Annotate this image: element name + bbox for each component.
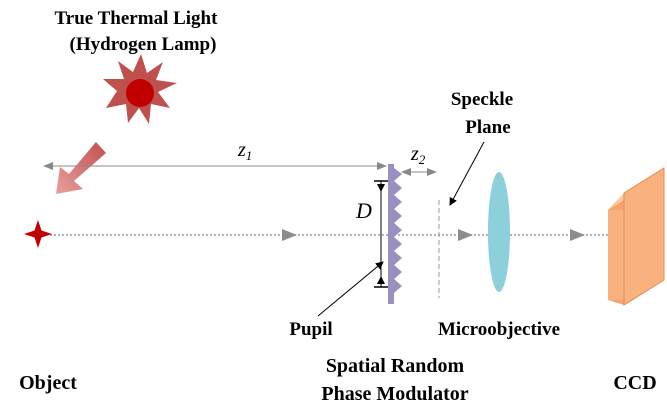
modulator-label-line1: Spatial Random [326, 355, 465, 377]
lamp-core-icon [126, 79, 154, 107]
source-label-line1: True Thermal Light [55, 8, 219, 29]
phase-modulator [388, 164, 402, 304]
light-direction-arrow-icon [56, 142, 106, 194]
pupil-pointer-arrow [317, 261, 384, 317]
source-label-line2: (Hydrogen Lamp) [70, 34, 217, 55]
microobjective-label: Microobjective [438, 319, 560, 340]
modulator-label-line2: Phase Modulator [321, 383, 468, 405]
ccd-label: CCD [613, 372, 656, 394]
object-label: Object [19, 372, 77, 394]
z1-label: z1 [237, 139, 252, 163]
aperture-arrow-bottom-icon [377, 276, 385, 284]
axis-arrow-3-icon [570, 229, 585, 241]
microobjective-lens [488, 172, 510, 292]
ccd-front-face [608, 210, 624, 300]
aperture-arrow-top-icon [377, 184, 385, 192]
speckle-label-line1: Speckle [451, 89, 513, 110]
axis-arrow-2-icon [458, 229, 473, 241]
speckle-pointer-arrow [449, 141, 485, 206]
axis-arrow-1-icon [282, 229, 297, 241]
ccd-panel [623, 167, 665, 306]
aperture-label: D [355, 198, 372, 223]
pupil-label: Pupil [289, 319, 332, 340]
speckle-label-line2: Plane [465, 117, 510, 138]
object-star-icon [24, 220, 52, 248]
z2-label: z2 [410, 143, 426, 167]
